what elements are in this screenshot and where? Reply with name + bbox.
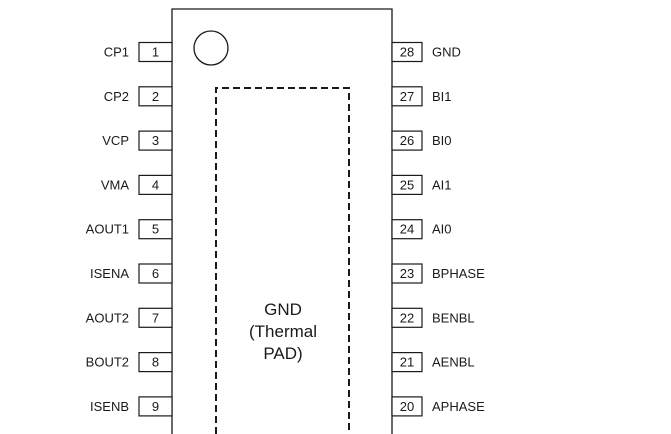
pin-name: GND (432, 45, 461, 60)
pin-name: BENBL (432, 310, 475, 325)
pin-number: 24 (400, 222, 414, 237)
pin-number: 26 (400, 133, 414, 148)
pin-number: 4 (152, 177, 159, 192)
thermal-pad-label-line2: (Thermal (249, 322, 317, 341)
pin-box (391, 219, 423, 240)
pin-2: 2 CP2 (104, 86, 173, 107)
pin-box (391, 130, 423, 151)
pin-name: AOUT1 (86, 222, 129, 237)
ic-package-body (171, 8, 393, 434)
pin-box (391, 86, 423, 107)
pin-25: 25 AI1 (391, 174, 452, 195)
pin-name: VMA (101, 177, 130, 192)
pin-number: 5 (152, 222, 159, 237)
pin-number: 8 (152, 355, 159, 370)
pin-name: BOUT2 (86, 355, 129, 370)
pin-7: 7 AOUT2 (86, 307, 173, 328)
pin-26: 26 BI0 (391, 130, 452, 151)
pin-number: 3 (152, 133, 159, 148)
pin-4: 4 VMA (101, 174, 173, 195)
right-pin-column: 28 GND 27 BI1 26 BI0 25 AI1 24 AI0 23 BPHASE 22 BENBL… (391, 41, 485, 417)
pin-21: 21 AENBL (391, 352, 475, 373)
pin1-marker-icon (193, 30, 229, 66)
pin-box (138, 352, 173, 373)
pin-box (138, 396, 173, 417)
pin-box (391, 41, 423, 63)
pin-box (391, 174, 423, 195)
pin-name: CP2 (104, 89, 129, 104)
pin-box (391, 263, 423, 284)
pin-number: 2 (152, 89, 159, 104)
pin-name: VCP (102, 133, 129, 148)
pin-name: ISENA (90, 266, 129, 281)
pin-name: BPHASE (432, 266, 485, 281)
pin-name: CP1 (104, 45, 129, 60)
pin-number: 6 (152, 266, 159, 281)
pin-27: 27 BI1 (391, 86, 452, 107)
pin-box (391, 396, 423, 417)
pin-3: 3 VCP (102, 130, 173, 151)
pin-name: APHASE (432, 399, 485, 414)
thermal-pad-outline (215, 87, 350, 434)
pin-5: 5 AOUT1 (86, 219, 173, 240)
pin-name: AI0 (432, 222, 452, 237)
pin-box (391, 352, 423, 373)
pin-box (138, 86, 173, 107)
pin-9: 9 ISENB (90, 396, 173, 417)
pin-6: 6 ISENA (90, 263, 173, 284)
thermal-pad-label-line1: GND (264, 300, 302, 319)
pin-number: 20 (400, 399, 414, 414)
pin-box (138, 174, 173, 195)
pin-23: 23 BPHASE (391, 263, 485, 284)
pin-number: 28 (400, 45, 414, 60)
pin-20: 20 APHASE (391, 396, 485, 417)
pin-name: BI1 (432, 89, 452, 104)
pin-number: 23 (400, 266, 414, 281)
pin-number: 27 (400, 89, 414, 104)
pin-box (138, 130, 173, 151)
pin-box (138, 263, 173, 284)
left-pin-column: 1 CP1 2 CP2 3 VCP 4 VMA 5 AOUT1 6 ISENA 7 AOUT2 8 BOUT2… (86, 41, 173, 417)
pin-1: 1 CP1 (104, 41, 173, 63)
pin-28: 28 GND (391, 41, 461, 63)
pin-22: 22 BENBL (391, 307, 475, 328)
pin-box (138, 41, 173, 63)
pin-name: AENBL (432, 355, 475, 370)
pin-24: 24 AI0 (391, 219, 452, 240)
thermal-pad-label-line3: PAD) (263, 344, 302, 363)
pin-box (138, 219, 173, 240)
pin-number: 21 (400, 355, 414, 370)
pin-number: 7 (152, 310, 159, 325)
pin-name: ISENB (90, 399, 129, 414)
pin-name: AI1 (432, 177, 452, 192)
pin-number: 25 (400, 177, 414, 192)
pin-name: AOUT2 (86, 310, 129, 325)
pin-8: 8 BOUT2 (86, 352, 173, 373)
pin-box (138, 307, 173, 328)
pin-number: 9 (152, 399, 159, 414)
pin-number: 22 (400, 310, 414, 325)
pin-box (391, 307, 423, 328)
pin-name: BI0 (432, 133, 452, 148)
pin-number: 1 (152, 45, 159, 60)
